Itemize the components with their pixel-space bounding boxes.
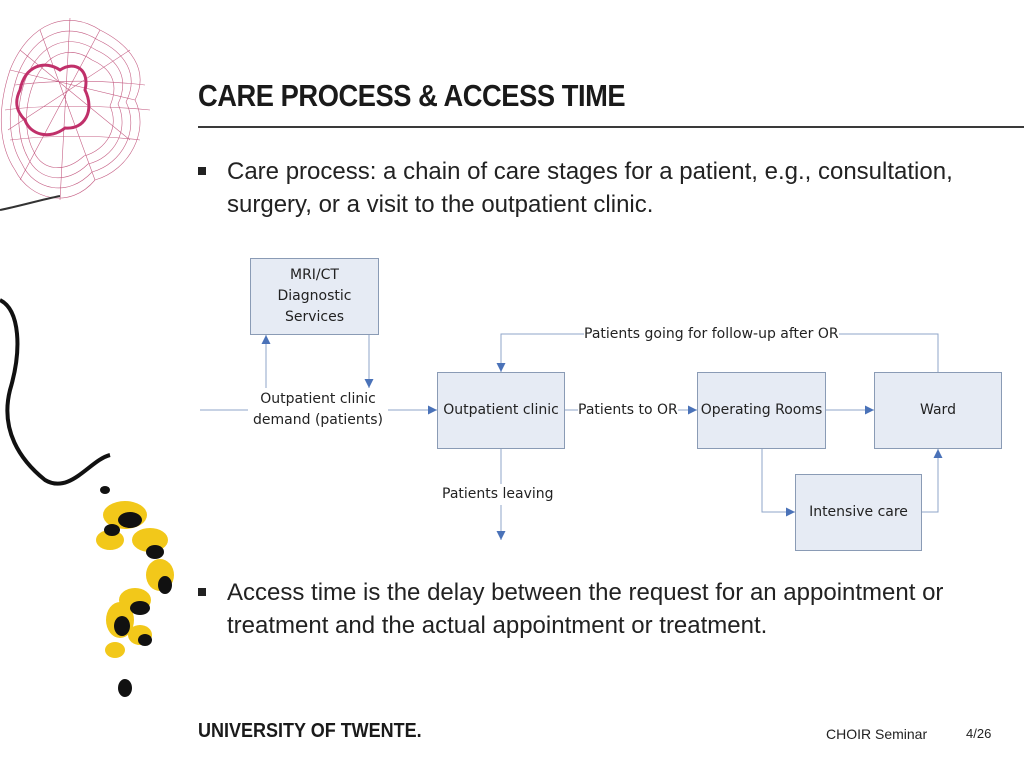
square-bullet-icon <box>198 588 206 596</box>
bullet-access-time: Access time is the delay between the req… <box>198 576 1008 642</box>
label-demand: Outpatient clinic demand (patients) <box>248 389 388 431</box>
bullet-text: Care process: a chain of care stages for… <box>227 158 953 218</box>
or-to-ic-arrow <box>761 449 795 517</box>
box-intensive-care: Intensive care <box>795 474 922 551</box>
label-patients-to-or: Patients to OR <box>578 400 678 421</box>
university-logo: UNIVERSITY OF TWENTE. <box>198 720 422 742</box>
box-mri-ct: MRI/CT Diagnostic Services <box>250 258 379 335</box>
mesh-decoration <box>0 17 151 211</box>
bullet-care-process: Care process: a chain of care stages for… <box>198 155 1008 221</box>
page-number: 4/26 <box>966 726 992 741</box>
box-outpatient-clinic: Outpatient clinic <box>437 372 565 449</box>
box-ward: Ward <box>874 372 1002 449</box>
label-patients-leaving: Patients leaving <box>442 484 554 505</box>
question-mark-decoration <box>0 298 174 697</box>
footer-seminar: CHOIR Seminar <box>826 726 928 742</box>
bullet-text: Access time is the delay between the req… <box>227 579 944 639</box>
page-title: CARE PROCESS & ACCESS TIME <box>198 78 626 113</box>
box-operating-rooms: Operating Rooms <box>697 372 826 449</box>
ic-to-ward-arrow <box>922 449 943 513</box>
square-bullet-icon <box>198 167 206 175</box>
title-divider <box>198 126 1024 128</box>
label-followup: Patients going for follow-up after OR <box>584 324 839 345</box>
